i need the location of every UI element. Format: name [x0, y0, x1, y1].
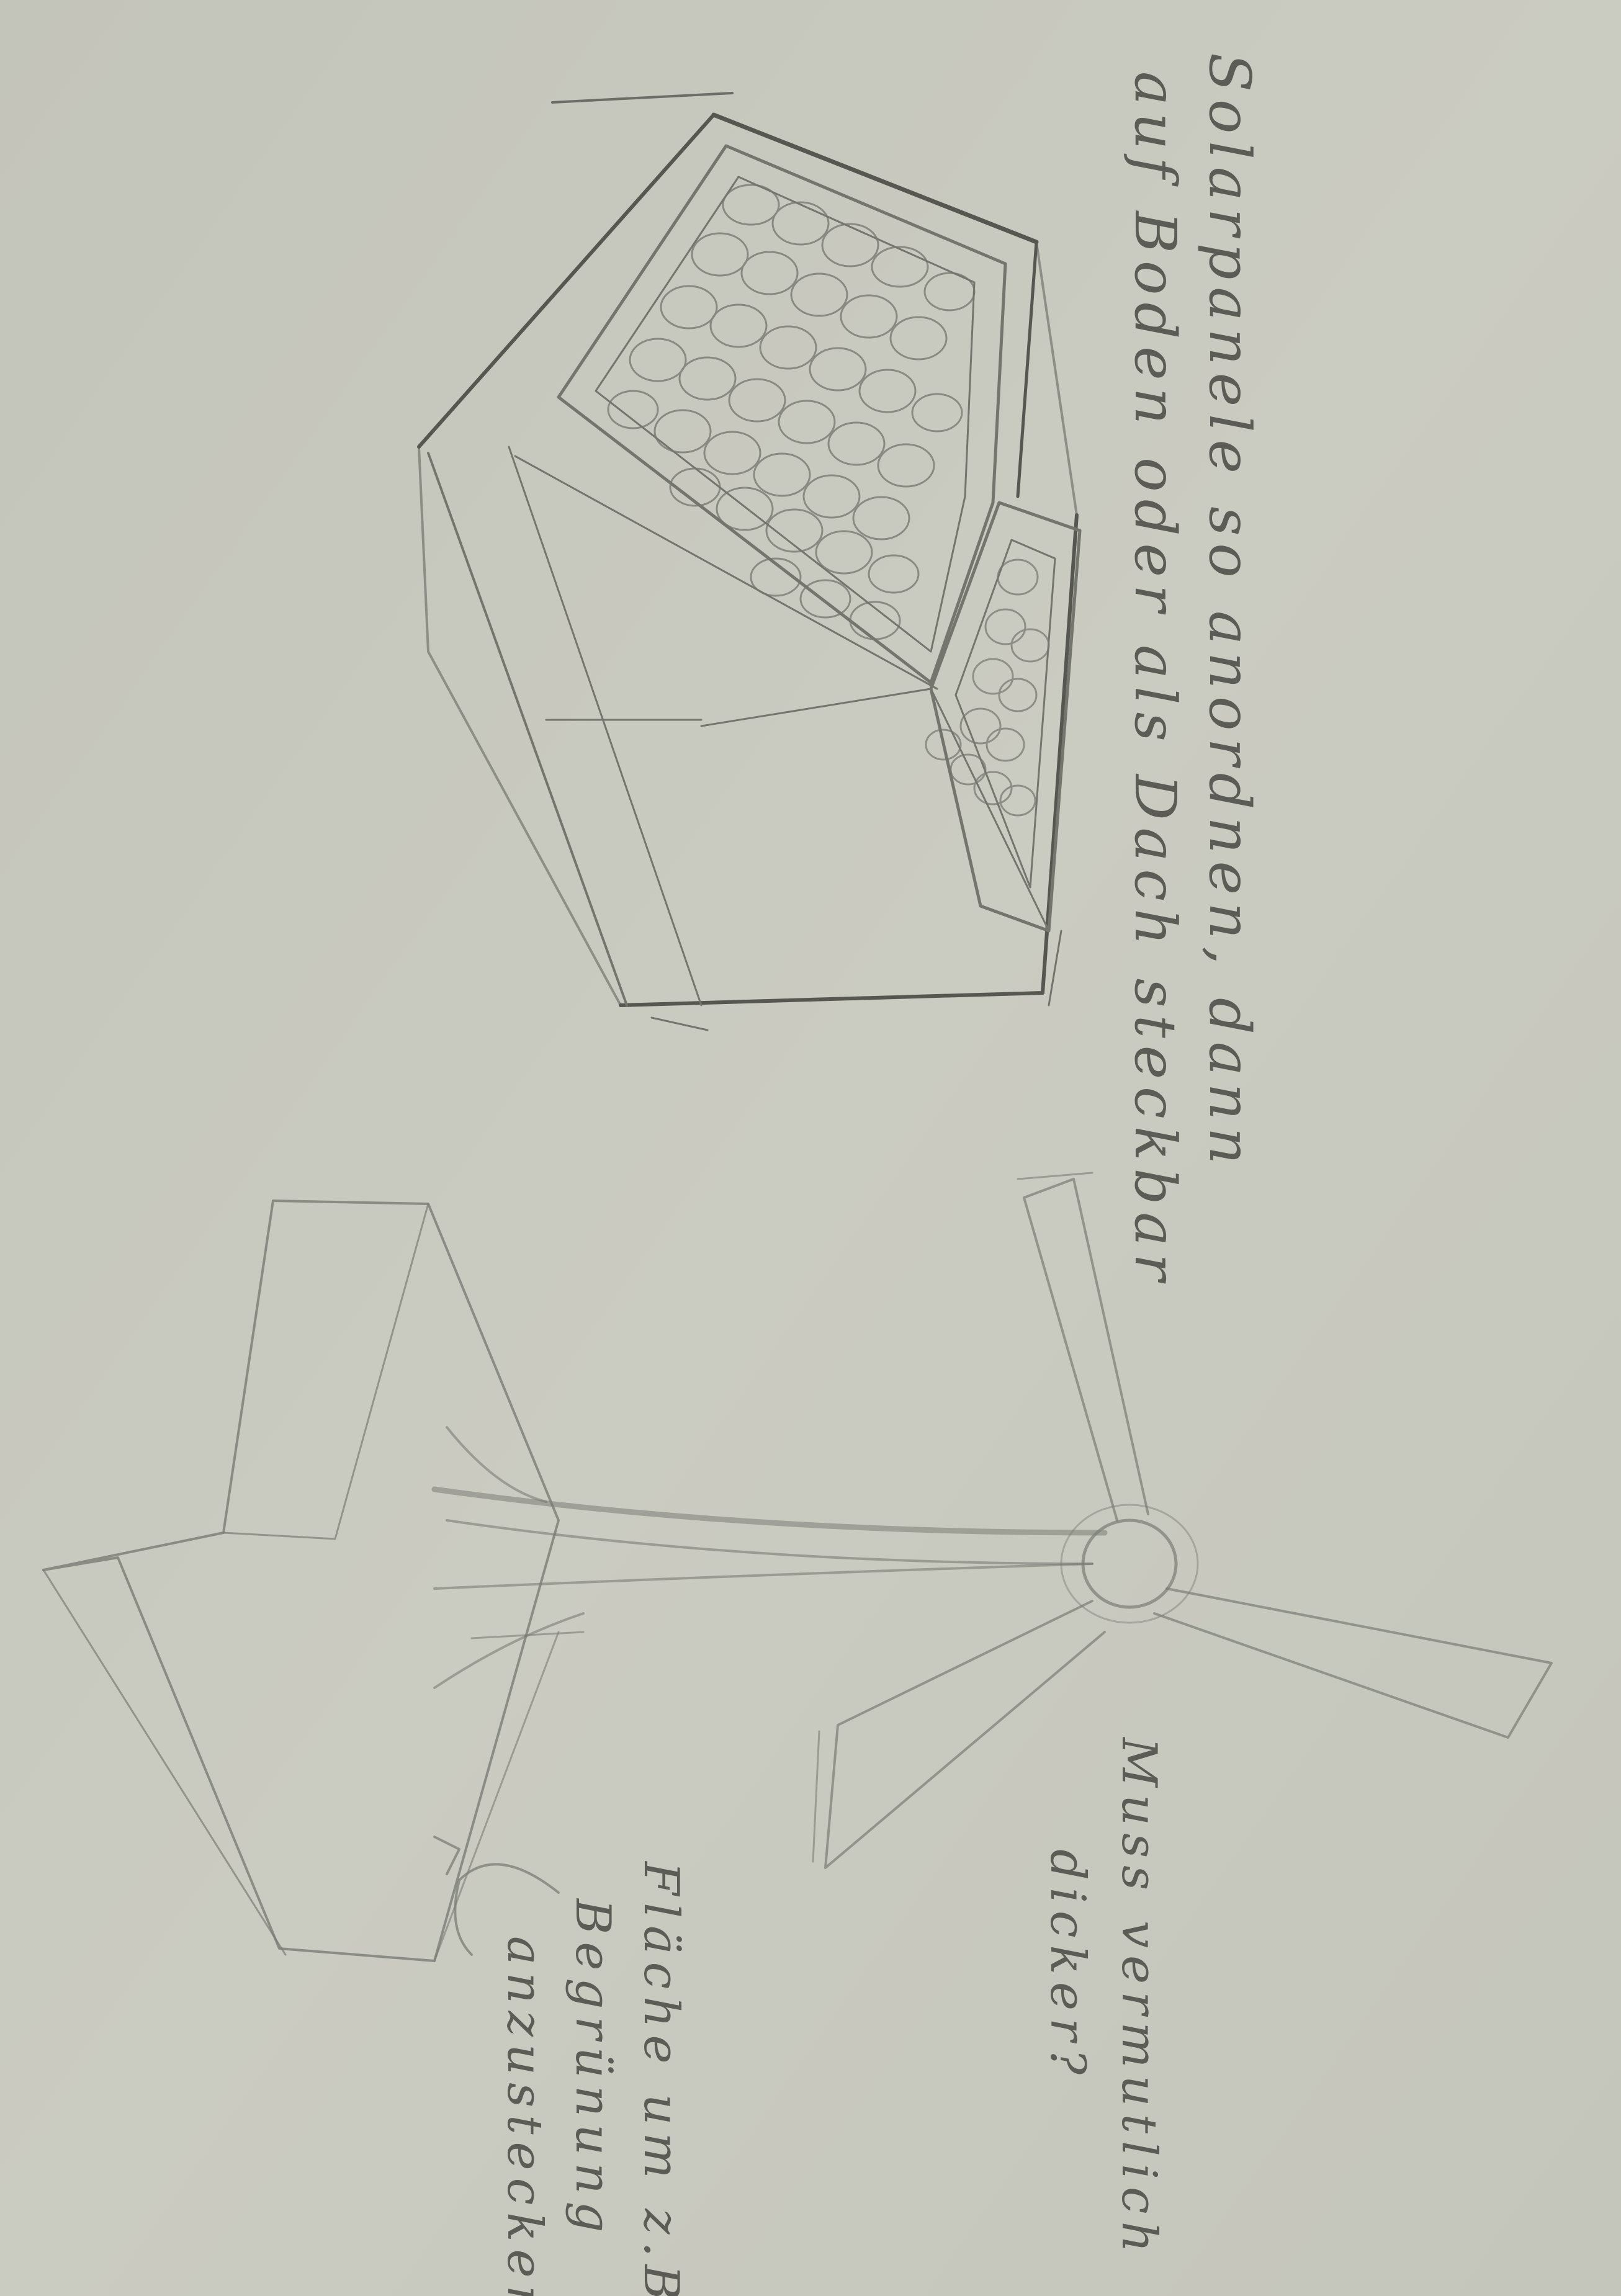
note-solar-line-2: auf Boden oder als Dach steckbar — [1122, 71, 1188, 1288]
note-thicker-line-2: dicker? — [1040, 1849, 1095, 2082]
note-area-line-3: anzustecken? — [496, 1936, 552, 2296]
note-thicker-line-1: Muss vermutlich — [1111, 1738, 1167, 2260]
note-solar-line-1: Solarpanele so anordnen, dann — [1197, 53, 1263, 1172]
note-area-line-1: Fläche um z.B. — [633, 1862, 689, 2296]
note-area-line-2: Begrünung — [565, 1899, 621, 2240]
